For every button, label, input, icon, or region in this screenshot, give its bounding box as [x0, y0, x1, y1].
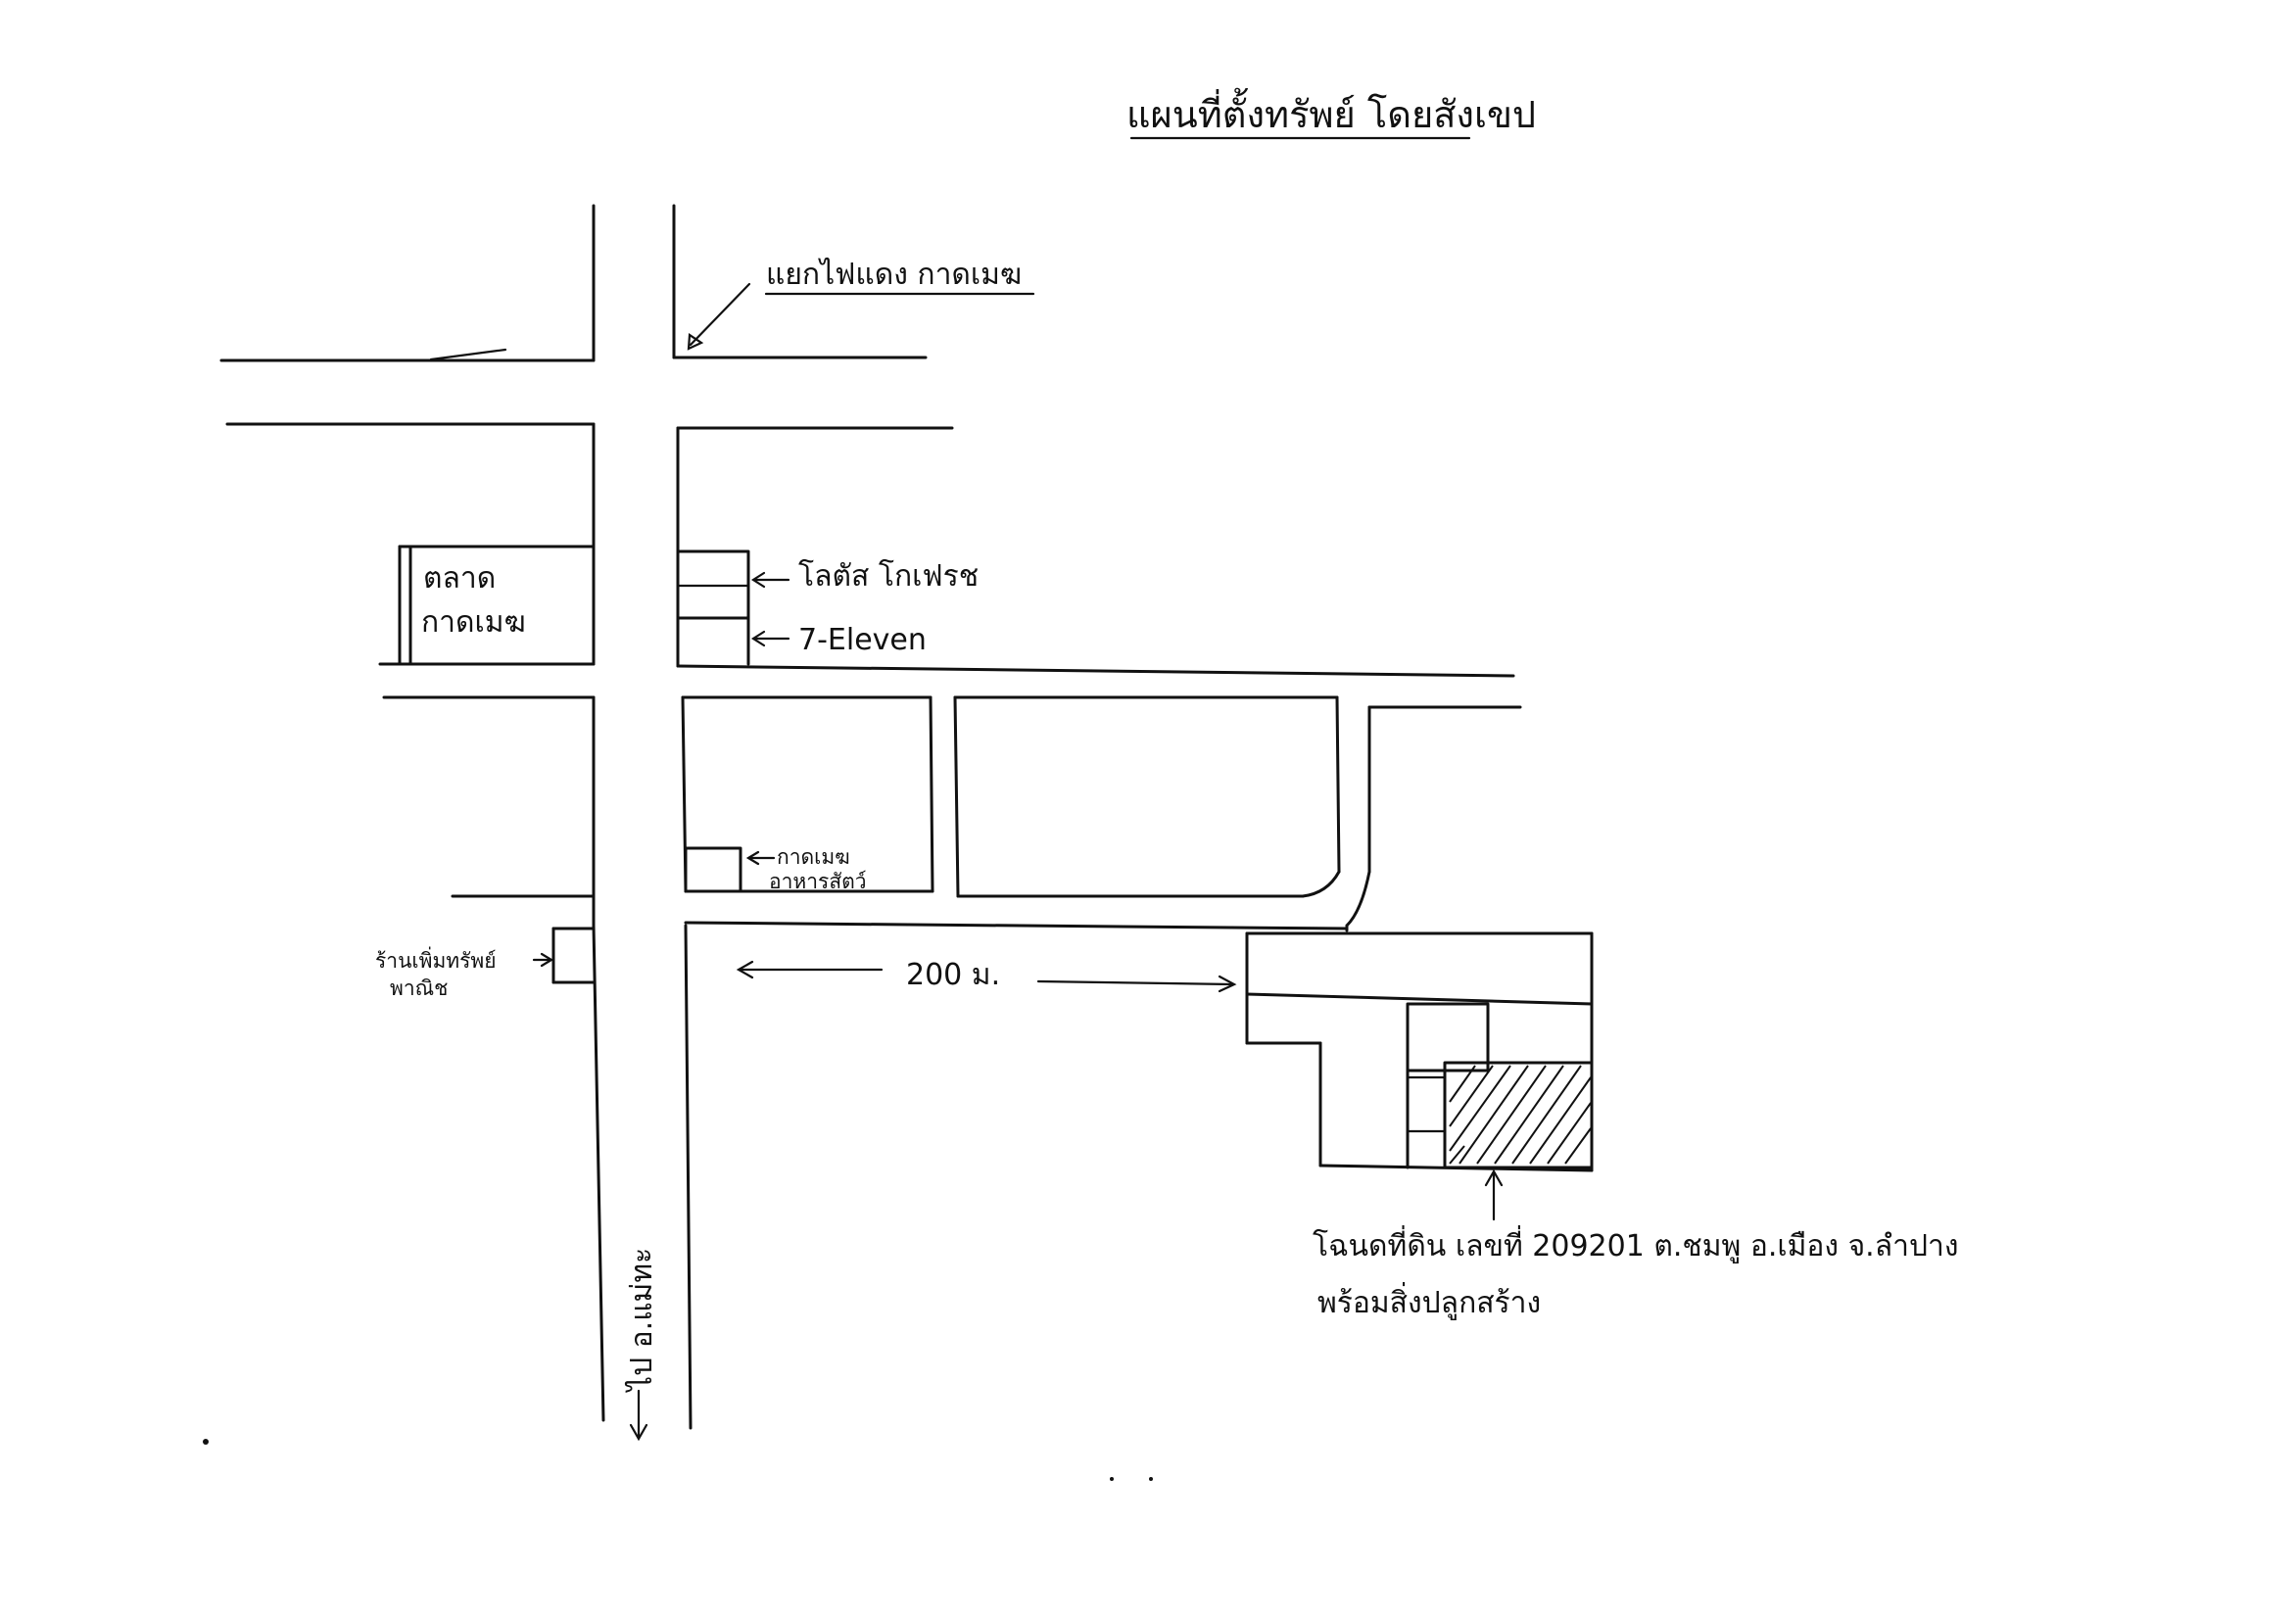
middle-cross-road: [378, 662, 1515, 699]
property-plot-hatched: [1443, 1061, 1594, 1169]
kadmek-food-label-line1: กาดเมฆ: [777, 845, 850, 869]
block-large: [953, 695, 1341, 898]
block-kadmek-food: [681, 695, 934, 893]
scan-speck: [1149, 1477, 1153, 1481]
to-maetha-label: ไป อ.แม่ทะ: [624, 1248, 659, 1393]
top-cross-road: [219, 348, 954, 430]
intersection-label: แยกไฟแดง กาดเมฆ: [766, 257, 1022, 292]
deed-label-line2: พร้อมสิ่งปลูกสร้าง: [1317, 1282, 1541, 1320]
market-label-line2: กาดเมฆ: [421, 605, 526, 640]
property-pointer: [1484, 1168, 1504, 1221]
lotus-building: [676, 549, 750, 666]
kadmek-food-label-line2: อาหารสัตว์: [769, 870, 867, 893]
kadmek-food-arrow: [745, 850, 776, 866]
seven-eleven-arrow: [750, 630, 790, 647]
lotus-arrow: [750, 571, 790, 589]
shop-label-line2: พาณิช: [390, 977, 448, 1000]
curved-side-road: [1345, 705, 1522, 932]
to-maetha-direction: ไป อ.แม่ทะ: [624, 1248, 659, 1442]
scan-speck: [1110, 1477, 1114, 1481]
seven-eleven-label: 7-Eleven: [798, 623, 927, 657]
shop-building: [551, 927, 596, 984]
lotus-label: โลตัส โกเฟรช: [798, 558, 979, 594]
distance-arrow: [736, 960, 1237, 993]
shop-label-line1: ร้านเพิ่มทรัพย์: [375, 946, 497, 973]
main-road: [592, 204, 693, 1430]
map-title: แผนที่ตั้งทรัพย์ โดยสังเขป: [1126, 87, 1536, 136]
kadmek-market-building: [398, 545, 596, 666]
market-label-line1: ตลาด: [423, 561, 496, 596]
deed-label-line1: โฉนดที่ดิน เลขที่ 209201 ต.ชมพู อ.เมือง …: [1313, 1225, 1959, 1263]
shop-arrow: [532, 952, 554, 968]
lower-cross-road: [451, 894, 1349, 930]
distance-label: 200 ม.: [906, 958, 1000, 992]
intersection-pointer: [687, 282, 751, 351]
scan-speck: [203, 1439, 209, 1445]
property-site: [1245, 931, 1594, 1172]
